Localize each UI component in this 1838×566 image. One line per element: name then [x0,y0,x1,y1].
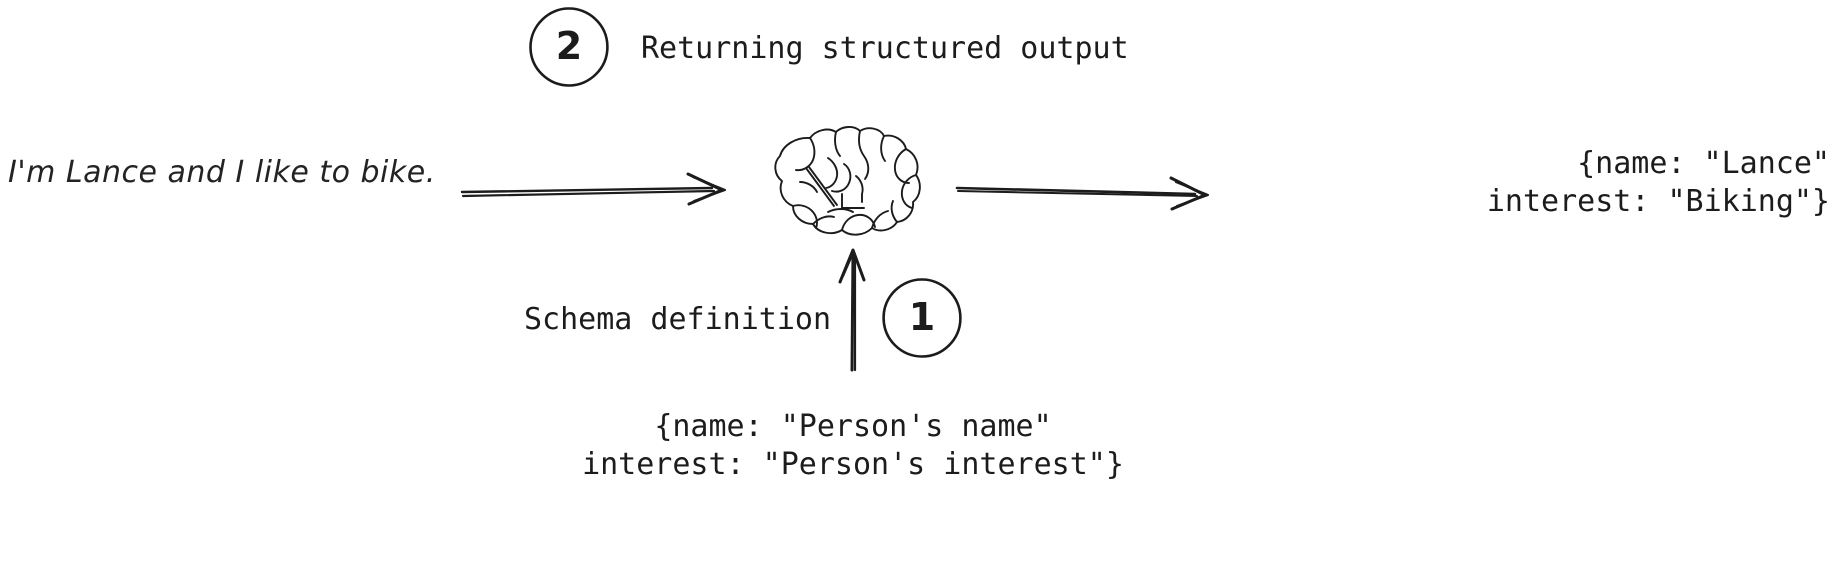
structured-output-block: {name: "Lance" interest: "Biking"} [1180,145,1830,221]
arrow-schema-to-model [838,248,866,372]
brain-icon [774,126,921,236]
schema-line-2: interest: "Person's interest"} [582,447,1124,482]
step-badge-2: 2 [528,6,610,88]
step-label-returning-structured-output: Returning structured output [641,31,1129,66]
step-number-2: 2 [555,24,583,68]
structured-output-line-1: {name: "Lance" [1577,146,1830,181]
step-label-schema-definition: Schema definition [524,302,832,337]
arrow-model-to-output [955,176,1210,211]
arrow-input-to-model [460,172,727,206]
step-number-1: 1 [908,295,936,339]
step-badge-1: 1 [881,277,963,359]
schema-line-1: {name: "Person's name" [654,409,1052,444]
schema-definition-block: {name: "Person's name" interest: "Person… [453,408,1253,484]
user-input-text: I'm Lance and I like to bike. [8,155,436,190]
structured-output-line-2: interest: "Biking"} [1486,184,1830,219]
